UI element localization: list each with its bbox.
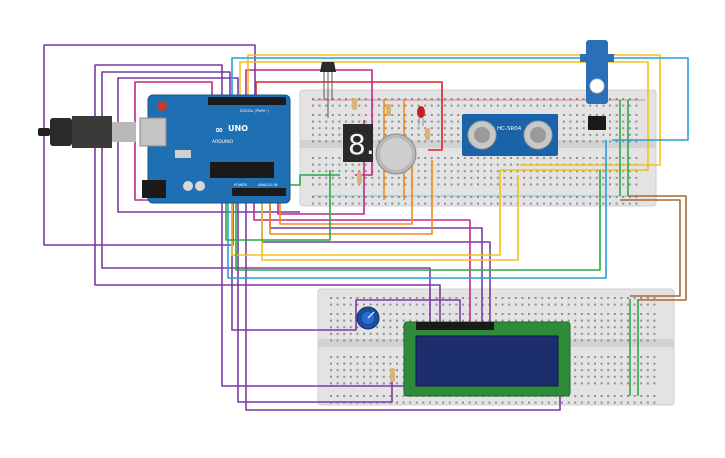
- analog-label: ANALOG IN: [258, 183, 278, 187]
- arduino-uno[interactable]: ∞ UNO ARDUINO DIGITAL (PWM~) POWER ANALO…: [139, 94, 291, 204]
- wire-purple[interactable]: [231, 196, 461, 331]
- wire-green[interactable]: [225, 170, 331, 241]
- arduino-model: UNO: [228, 124, 248, 133]
- barrel-jack[interactable]: [142, 180, 166, 198]
- arduino-infinity-icon: ∞: [215, 125, 223, 136]
- wire-orange[interactable]: [269, 160, 433, 235]
- lcd-header: [416, 322, 494, 330]
- wire-green[interactable]: [235, 170, 601, 271]
- lcd-display[interactable]: [403, 321, 571, 397]
- wire-purple[interactable]: [117, 77, 300, 213]
- wire-yellow[interactable]: [247, 54, 661, 166]
- wire-blue[interactable]: [227, 140, 607, 279]
- ultrasonic-label: HC-SR04: [497, 126, 522, 132]
- temperature-sensor[interactable]: [320, 62, 336, 118]
- resistor[interactable]: [352, 98, 357, 110]
- wire-purple[interactable]: [245, 196, 561, 411]
- ultrasonic-sensor[interactable]: HC-SR04: [462, 114, 558, 156]
- wire-purple[interactable]: [101, 71, 431, 322]
- digital-label: DIGITAL (PWM~): [240, 109, 270, 113]
- wire-magenta[interactable]: [277, 120, 365, 215]
- resistor[interactable]: [390, 368, 395, 382]
- capacitor-icon: [183, 181, 193, 191]
- wire-purple[interactable]: [237, 196, 393, 403]
- servo-motor[interactable]: [580, 40, 614, 130]
- usb-port[interactable]: [139, 117, 167, 147]
- atmega-chip: [210, 162, 274, 178]
- wire-purple[interactable]: [94, 64, 441, 322]
- wire-magenta[interactable]: [245, 69, 373, 176]
- digital-header[interactable]: [208, 97, 286, 105]
- wire-red[interactable]: [255, 81, 443, 151]
- red-led[interactable]: [417, 106, 425, 126]
- power-plug[interactable]: [38, 116, 136, 148]
- wire-blue[interactable]: [231, 57, 689, 141]
- wire-magenta[interactable]: [253, 196, 471, 322]
- servo-horn-icon: [589, 78, 605, 94]
- crystal-icon: [175, 150, 191, 158]
- seven-segment-digit: 8.: [348, 128, 375, 161]
- arduino-brand: ARDUINO: [212, 139, 234, 145]
- resistor[interactable]: [357, 172, 362, 184]
- wire-orange[interactable]: [279, 150, 413, 225]
- wire-brown[interactable]: [620, 199, 681, 297]
- capacitor-icon: [195, 181, 205, 191]
- resistor[interactable]: [425, 128, 430, 140]
- wire-purple[interactable]: [43, 44, 256, 246]
- lcd-screen: [415, 335, 559, 387]
- analog-header[interactable]: [232, 188, 286, 196]
- reset-button[interactable]: [157, 101, 167, 111]
- wire-yellow[interactable]: [261, 175, 519, 261]
- resistor[interactable]: [386, 104, 391, 116]
- wire-brown[interactable]: [628, 195, 687, 301]
- servo-connector: [588, 116, 606, 130]
- wire-yellow[interactable]: [231, 61, 649, 256]
- gas-sensor[interactable]: [375, 133, 417, 175]
- wire-magenta[interactable]: [134, 81, 213, 201]
- power-label: POWER: [234, 183, 248, 187]
- potentiometer[interactable]: [356, 306, 380, 330]
- seven-segment-display[interactable]: 8.: [343, 124, 375, 162]
